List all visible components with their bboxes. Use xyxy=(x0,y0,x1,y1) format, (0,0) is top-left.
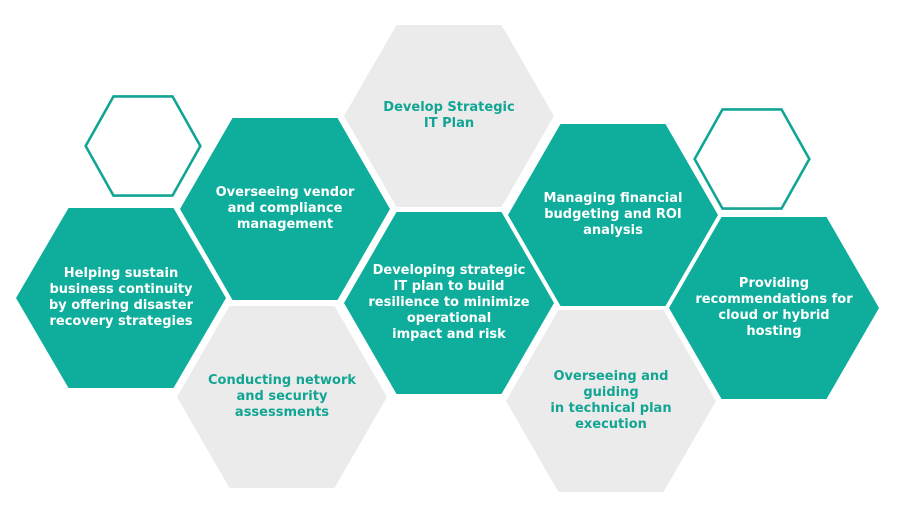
hexagon-outline-shape xyxy=(693,108,811,210)
hex-conducting-network-security-assessments: Conducting network and security assessme… xyxy=(177,306,387,488)
hexagon-outline-shape xyxy=(84,95,202,197)
hex-label: Overseeing vendor and compliance managem… xyxy=(215,185,355,232)
hex-providing-cloud-recommendations: Providing recommendations for cloud or h… xyxy=(669,217,879,399)
hexagon-shape xyxy=(177,306,387,488)
hex-label: Managing financial budgeting and ROI ana… xyxy=(543,191,683,238)
hex-developing-strategic-it-plan-resilience: Developing strategic IT plan to build re… xyxy=(344,212,554,394)
hex-helping-sustain-business-continuity: Helping sustain business continuity by o… xyxy=(16,208,226,388)
hex-label: Helping sustain business continuity by o… xyxy=(49,266,193,329)
hexagon-shape xyxy=(180,118,390,300)
hexagon-shape xyxy=(506,310,716,492)
hexagon-shape xyxy=(344,212,554,394)
hexagon-shape xyxy=(669,217,879,399)
hex-label: Developing strategic IT plan to build re… xyxy=(368,263,530,342)
hex-label: Providing recommendations for cloud or h… xyxy=(695,276,853,339)
hexagon-shape xyxy=(344,25,554,207)
hex-develop-strategic-it-plan: Develop Strategic IT Plan xyxy=(344,25,554,207)
hex-label: Overseeing and guiding in technical plan… xyxy=(550,369,672,432)
hex-label: Develop Strategic IT Plan xyxy=(383,100,515,131)
hexagon-shape xyxy=(16,208,226,388)
hex-overseeing-vendor-compliance: Overseeing vendor and compliance managem… xyxy=(180,118,390,300)
hex-label: Conducting network and security assessme… xyxy=(207,373,357,420)
hex-managing-financial-budgeting: Managing financial budgeting and ROI ana… xyxy=(508,124,718,306)
hex-outline-left xyxy=(84,95,202,197)
hex-outline-right xyxy=(693,108,811,210)
hex-overseeing-technical-plan-execution: Overseeing and guiding in technical plan… xyxy=(506,310,716,492)
hexagon-shape xyxy=(508,124,718,306)
